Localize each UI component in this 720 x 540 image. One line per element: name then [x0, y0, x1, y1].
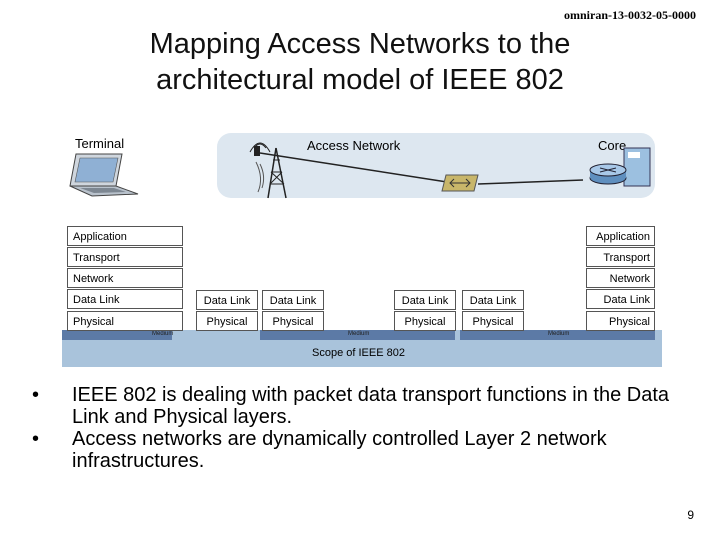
link-stripe-left: [62, 330, 172, 340]
terminal-label: Terminal: [75, 136, 125, 151]
laptop-icon: [69, 153, 139, 197]
bullet-item: •IEEE 802 is dealing with packet data tr…: [32, 384, 670, 428]
switch-icon: [441, 174, 479, 192]
terminal-layer-data-link: Data Link: [67, 289, 183, 309]
terminal-layer-network: Network: [67, 268, 183, 288]
link-stripe-right: [460, 330, 655, 340]
access-layer-data-link: Data Link: [262, 290, 324, 310]
medium-label: Medium: [348, 331, 370, 337]
access-network-label: Access Network: [307, 138, 401, 153]
scope-label: Scope of IEEE 802: [312, 347, 405, 359]
link-stripe-middle: [260, 330, 455, 340]
terminal-layer-transport: Transport: [67, 247, 183, 267]
core-link-line: [478, 179, 584, 185]
access-layer-physical: Physical: [394, 311, 456, 331]
antenna-tower-icon: [249, 142, 287, 199]
core-layer-application: Application: [586, 226, 655, 246]
title-line-1: Mapping Access Networks to the: [149, 28, 571, 60]
core-layer-physical: Physical: [586, 311, 655, 331]
core-layer-transport: Transport: [586, 247, 655, 267]
document-id: omniran-13-0032-05-0000: [564, 8, 696, 22]
access-layer-physical: Physical: [462, 311, 524, 331]
title-line-2: architectural model of IEEE 802: [156, 64, 564, 96]
bullet-text: IEEE 802 is dealing with packet data tra…: [72, 384, 670, 428]
access-layer-data-link: Data Link: [196, 290, 258, 310]
bullet-text: Access networks are dynamically controll…: [72, 428, 607, 472]
terminal-layer-physical: Physical: [67, 311, 183, 331]
core-label: Core: [598, 138, 627, 153]
bullet-item: •Access networks are dynamically control…: [32, 428, 607, 472]
bullet-list: •IEEE 802 is dealing with packet data tr…: [32, 384, 692, 472]
medium-label: Medium: [548, 331, 570, 337]
radio-link-line: [259, 152, 448, 183]
access-layer-physical: Physical: [262, 311, 324, 331]
access-network-area: [217, 133, 655, 198]
page-number: 9: [687, 508, 694, 522]
medium-label: Medium: [152, 331, 174, 337]
slide-title: Mapping Access Networks to the architect…: [60, 26, 660, 98]
access-layer-data-link: Data Link: [462, 290, 524, 310]
access-layer-physical: Physical: [196, 311, 258, 331]
access-layer-data-link: Data Link: [394, 290, 456, 310]
core-layer-data-link: Data Link: [586, 289, 655, 309]
core-layer-network: Network: [586, 268, 655, 288]
core-router-icon: [589, 147, 651, 187]
terminal-layer-application: Application: [67, 226, 183, 246]
